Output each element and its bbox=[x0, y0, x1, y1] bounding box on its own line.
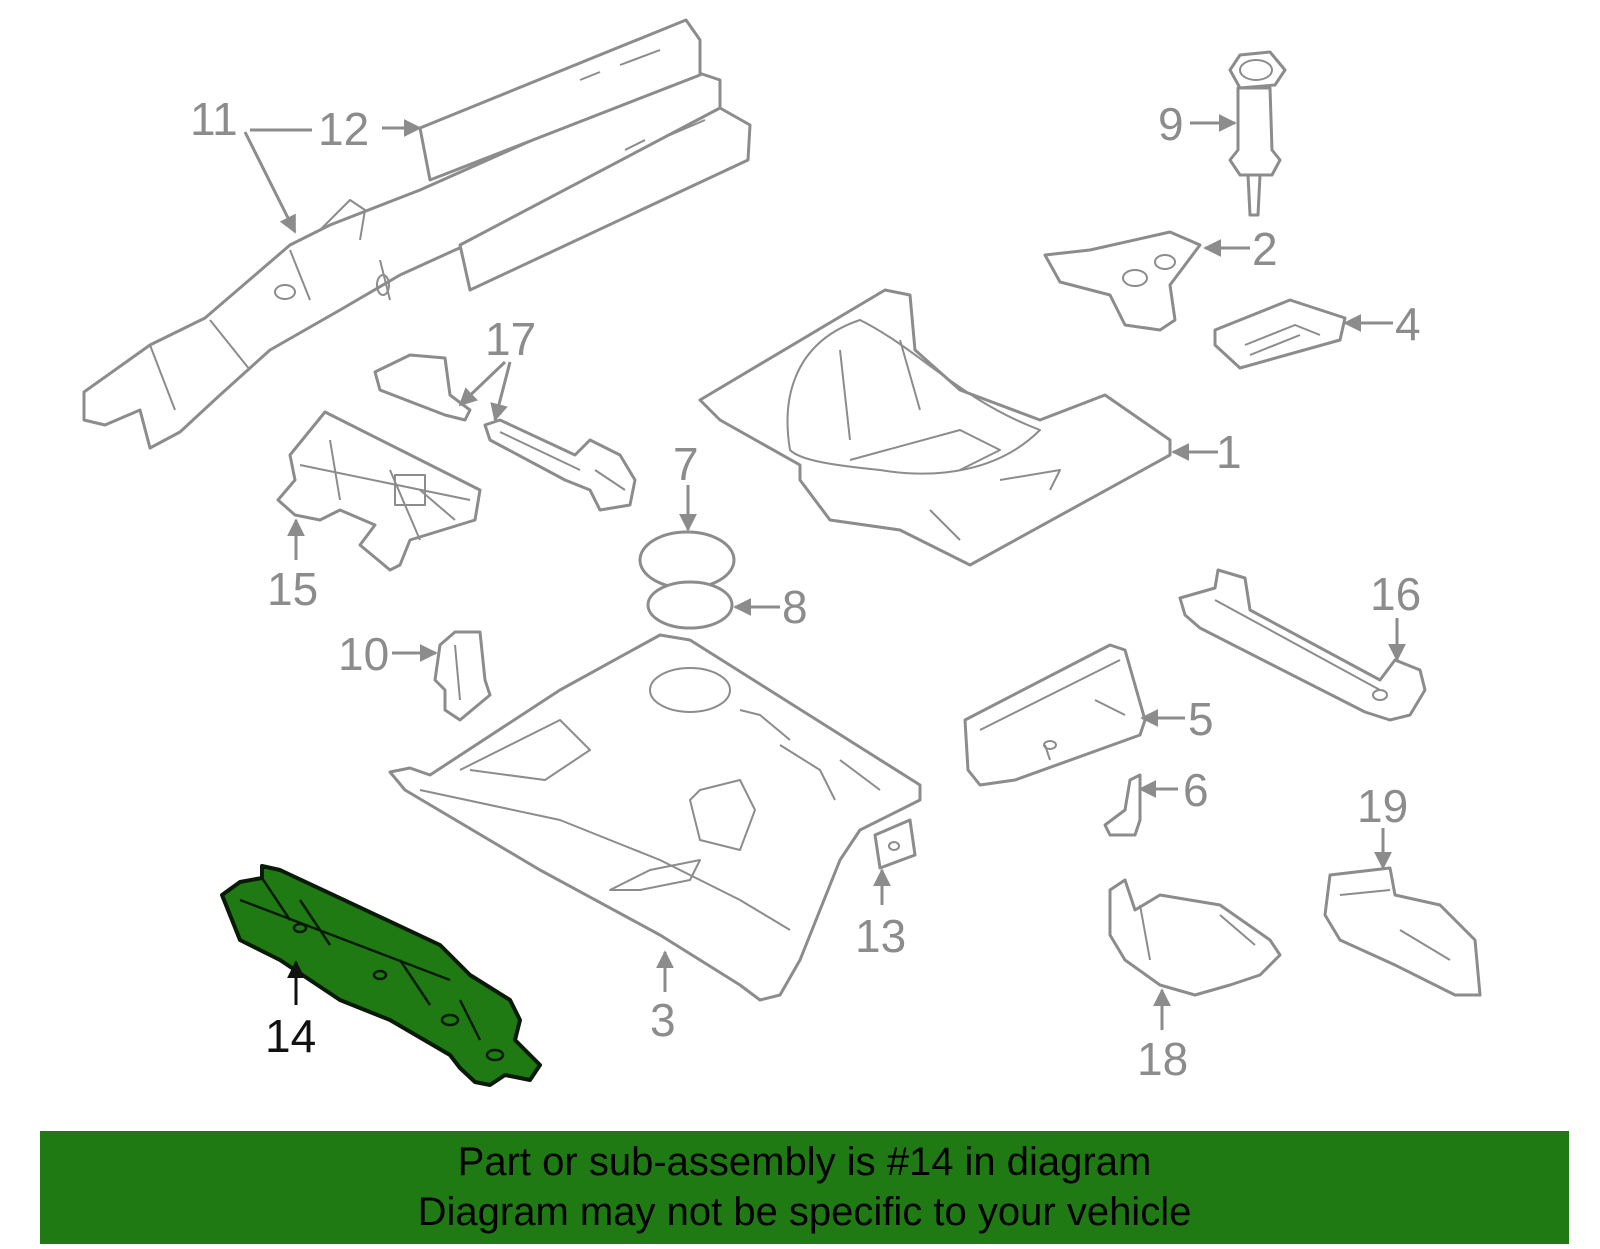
callout-2[interactable]: 2 bbox=[1252, 223, 1278, 275]
part-19-bracket[interactable] bbox=[1323, 866, 1482, 997]
part-16-crossmember[interactable] bbox=[1178, 568, 1427, 722]
part-1-floor-pan[interactable] bbox=[698, 288, 1172, 567]
callout-5[interactable]: 5 bbox=[1188, 693, 1214, 745]
notice-banner: Part or sub-assembly is #14 in diagram D… bbox=[40, 1131, 1569, 1244]
callout-13[interactable]: 13 bbox=[855, 910, 906, 962]
part-8-seal[interactable] bbox=[646, 580, 734, 630]
part-17-brackets[interactable] bbox=[373, 353, 637, 512]
part-15-crossmember[interactable] bbox=[276, 410, 482, 572]
callout-6[interactable]: 6 bbox=[1183, 764, 1209, 816]
callout-10[interactable]: 10 bbox=[338, 628, 389, 680]
leader-lines bbox=[243, 114, 1406, 1030]
callout-17[interactable]: 17 bbox=[485, 313, 536, 365]
banner-line-part: Part or sub-assembly is #14 in diagram bbox=[457, 1140, 1152, 1184]
callout-1[interactable]: 1 bbox=[1216, 426, 1242, 478]
part-10-bracket[interactable] bbox=[433, 630, 492, 722]
callout-18[interactable]: 18 bbox=[1137, 1033, 1188, 1085]
callout-4[interactable]: 4 bbox=[1395, 298, 1421, 350]
callout-labels: 1 2 3 4 5 6 7 8 9 10 11 12 13 14 15 16 1… bbox=[190, 93, 1421, 1085]
part-7-plug[interactable] bbox=[638, 530, 736, 590]
callout-3[interactable]: 3 bbox=[650, 994, 676, 1046]
part-11-side-member[interactable] bbox=[82, 68, 722, 450]
callout-19[interactable]: 19 bbox=[1357, 780, 1408, 832]
callout-8[interactable]: 8 bbox=[782, 581, 808, 633]
part-14-crossmember-highlighted[interactable] bbox=[220, 864, 542, 1087]
callout-14[interactable]: 14 bbox=[265, 1010, 316, 1062]
banner-line-disclaimer: Diagram may not be specific to your vehi… bbox=[417, 1190, 1192, 1234]
part-2-bracket[interactable] bbox=[1043, 230, 1202, 332]
callout-15[interactable]: 15 bbox=[267, 563, 318, 615]
part-3-floor-pan[interactable] bbox=[388, 633, 922, 1002]
part-18-heat-shield[interactable] bbox=[1108, 878, 1282, 997]
part-9-jack[interactable] bbox=[1228, 50, 1287, 217]
callout-9[interactable]: 9 bbox=[1158, 98, 1184, 150]
callout-7[interactable]: 7 bbox=[673, 438, 699, 490]
callout-11[interactable]: 11 bbox=[190, 93, 238, 145]
part-13-plate[interactable] bbox=[873, 818, 917, 870]
part-12-rail[interactable] bbox=[418, 18, 752, 292]
part-4-plate[interactable] bbox=[1213, 298, 1347, 370]
part-5-channel[interactable] bbox=[963, 643, 1147, 787]
part-6-clip[interactable] bbox=[1103, 773, 1142, 837]
callout-16[interactable]: 16 bbox=[1370, 568, 1421, 620]
callout-12[interactable]: 12 bbox=[318, 103, 369, 155]
